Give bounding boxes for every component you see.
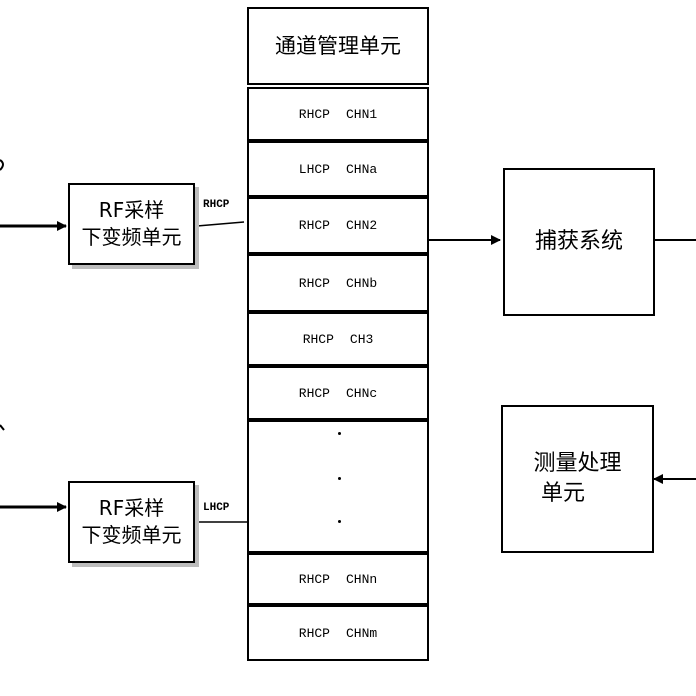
rf-output-label-top: RHCP <box>203 199 230 211</box>
channel-row: RHCP CHNn <box>247 553 429 605</box>
channel-polarization: RHCP <box>298 625 330 641</box>
channel-id: CHN2 <box>346 218 378 233</box>
channel-ellipsis-area <box>247 420 429 553</box>
measurement-unit-line1: 测量处理 <box>533 451 622 477</box>
channel-id: CHNb <box>346 275 378 291</box>
channel-polarization: LHCP <box>298 161 330 177</box>
measurement-unit-box: 测量处理 单元 <box>501 405 654 553</box>
channel-row: RHCP CHNb <box>247 254 429 312</box>
channel-polarization: RHCP <box>298 275 330 291</box>
channel-unit-title-box: 通道管理单元 <box>247 7 429 85</box>
channel-row: RHCP CHNc <box>247 366 429 420</box>
channel-row: RHCP CHN1 <box>247 87 429 141</box>
ellipsis-dot <box>338 432 341 435</box>
rf-unit-line1: RF采样 <box>98 496 165 520</box>
channel-id: CHN1 <box>346 106 378 122</box>
channel-row: RHCP CH3 <box>247 312 429 366</box>
channel-id: CHNc <box>346 385 378 401</box>
measurement-unit-line2: 单元 <box>541 481 586 506</box>
channel-row: RHCP CHN2 <box>247 197 429 254</box>
rf-unit-top: RF采样 下变频单元 <box>68 183 195 265</box>
rf-output-label-bottom: LHCP <box>203 502 230 514</box>
rhcp-link <box>196 221 245 227</box>
channel-polarization: RHCP <box>298 385 330 401</box>
antenna-mark-bottom <box>0 424 5 431</box>
antenna-mark-top <box>0 159 4 171</box>
channel-unit-title: 通道管理单元 <box>275 33 401 58</box>
rf-unit-bottom: RF采样 下变频单元 <box>68 481 195 563</box>
rf-unit-line2: 下变频单元 <box>81 523 182 547</box>
ellipsis-dot <box>338 520 341 523</box>
channel-polarization: RHCP <box>298 218 330 233</box>
channel-polarization: RHCP <box>298 106 330 122</box>
channel-polarization: RHCP <box>298 571 330 587</box>
acquisition-system-label: 捕获系统 <box>534 229 623 255</box>
channel-id: CHNn <box>346 571 378 587</box>
ellipsis-dot <box>338 477 341 480</box>
channel-row: RHCP CHNm <box>247 605 429 661</box>
channel-id: CHNa <box>346 161 378 177</box>
rf-unit-line2: 下变频单元 <box>81 225 182 249</box>
channel-id: CH3 <box>349 331 374 347</box>
channel-row: LHCP CHNa <box>247 141 429 197</box>
rf-unit-line1: RF采样 <box>98 198 165 222</box>
channel-id: CHNm <box>346 625 378 641</box>
acquisition-system-box: 捕获系统 <box>503 168 655 316</box>
channel-polarization: RHCP <box>302 331 334 347</box>
